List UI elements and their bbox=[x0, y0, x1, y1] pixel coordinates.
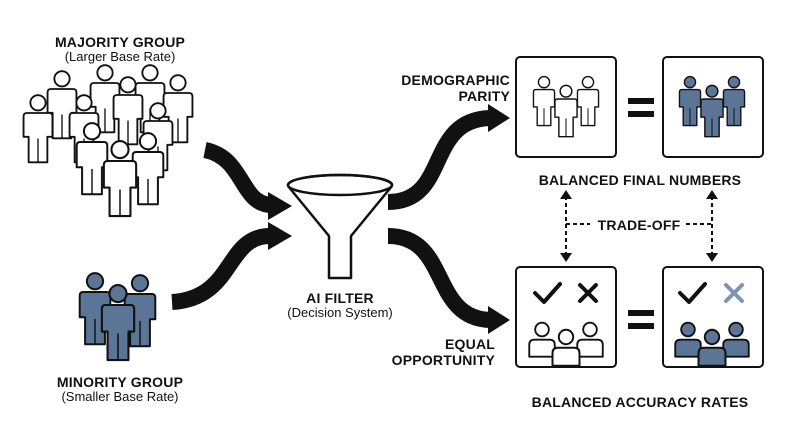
parity-panel-right bbox=[662, 56, 764, 158]
majority-crowd-icon bbox=[22, 64, 194, 218]
majority-subtitle: (Larger Base Rate) bbox=[64, 49, 176, 65]
parity-arrow-head bbox=[488, 104, 510, 132]
filter-subtitle: (Decision System) bbox=[287, 305, 393, 321]
opportunity-panel-left bbox=[515, 266, 617, 368]
equal-opportunity-line2: OPPORTUNITY bbox=[391, 352, 495, 369]
filter-label: AI FILTER (Decision System) bbox=[250, 290, 430, 321]
minority-arrow bbox=[171, 228, 271, 310]
bottom-caption: BALANCED ACCURACY RATES bbox=[531, 394, 749, 410]
filter-title: AI FILTER bbox=[306, 290, 374, 306]
top-caption: BALANCED FINAL NUMBERS bbox=[538, 172, 742, 188]
tradeoff-arrowheads bbox=[560, 190, 718, 262]
minority-arrow-head bbox=[268, 222, 292, 250]
minority-title: MINORITY GROUP bbox=[56, 374, 184, 390]
equals-icon-top bbox=[628, 98, 654, 124]
majority-label: MAJORITY GROUP (Larger Base Rate) bbox=[20, 34, 220, 65]
majority-arrow bbox=[202, 142, 274, 213]
minority-crowd-icon bbox=[78, 272, 157, 362]
opportunity-arrow-head bbox=[488, 306, 510, 334]
opportunity-arrow bbox=[387, 228, 491, 328]
tradeoff-label: TRADE-OFF bbox=[597, 217, 681, 233]
parity-arrow bbox=[387, 110, 491, 210]
minority-label: MINORITY GROUP (Smaller Base Rate) bbox=[20, 374, 220, 405]
majority-title: MAJORITY GROUP bbox=[54, 34, 186, 50]
equals-icon-bottom bbox=[628, 310, 654, 336]
majority-arrow-head bbox=[268, 192, 292, 220]
demographic-parity-label: DEMOGRAPHIC PARITY bbox=[360, 72, 510, 104]
funnel-icon bbox=[286, 173, 394, 280]
opportunity-panel-right bbox=[662, 266, 764, 368]
equal-opportunity-label: EQUAL OPPORTUNITY bbox=[345, 336, 495, 368]
tradeoff-arrows bbox=[565, 196, 713, 255]
equal-opportunity-line1: EQUAL bbox=[445, 336, 495, 352]
minority-subtitle: (Smaller Base Rate) bbox=[61, 389, 179, 405]
demographic-parity-line2: PARITY bbox=[458, 88, 510, 105]
parity-panel-left bbox=[515, 56, 617, 158]
demographic-parity-line1: DEMOGRAPHIC bbox=[401, 72, 510, 88]
